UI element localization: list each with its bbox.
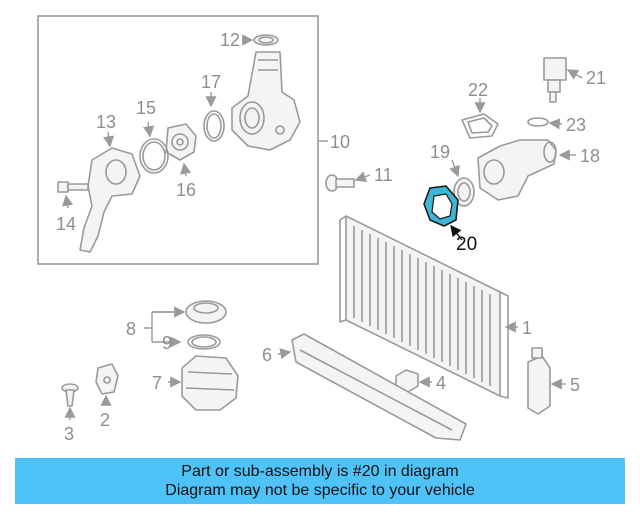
callout-7: 7 <box>152 373 162 393</box>
info-banner: Part or sub-assembly is #20 in diagram D… <box>15 458 625 504</box>
part-12-cap <box>242 34 279 46</box>
part-16-thermostat <box>165 123 197 177</box>
part-23-seal <box>527 117 563 130</box>
callout-12: 12 <box>220 30 240 50</box>
callout-20: 20 <box>456 234 477 255</box>
part-21-sensor <box>543 57 583 103</box>
callout-10: 10 <box>330 132 350 152</box>
callout-18: 18 <box>580 146 600 166</box>
part-7-expansion-tank <box>168 355 239 411</box>
part-2-clip <box>95 363 119 406</box>
part-14-bolt <box>57 181 89 209</box>
part-8-cap <box>185 300 227 324</box>
callout-21: 21 <box>586 68 606 88</box>
callout-2: 2 <box>100 410 110 430</box>
callout-3: 3 <box>64 424 74 444</box>
callout-5: 5 <box>570 375 580 395</box>
part-13-flange-pipe <box>79 131 141 253</box>
part-1-radiator <box>339 215 518 399</box>
part-3-screw <box>61 383 79 420</box>
part-9-seal <box>187 334 221 350</box>
part-15-gasket <box>139 121 169 174</box>
callout-8: 8 <box>126 319 136 339</box>
banner-line-2: Diagram may not be specific to your vehi… <box>165 482 475 499</box>
callout-1: 1 <box>522 318 532 338</box>
part-thermostat-housing <box>231 51 301 151</box>
part-20-gasket-highlighted <box>423 185 463 241</box>
callout-22: 22 <box>468 80 488 100</box>
callout-16: 16 <box>176 180 196 200</box>
part-22-gasket <box>461 98 499 139</box>
callout-15: 15 <box>136 98 156 118</box>
callout-11: 11 <box>374 165 393 185</box>
callout-6: 6 <box>262 345 272 365</box>
callout-19: 19 <box>430 142 450 162</box>
part-6-air-duct <box>277 333 467 441</box>
callout-4: 4 <box>436 373 446 393</box>
part-5-bracket <box>527 347 566 415</box>
callout-23: 23 <box>566 115 586 135</box>
subassembly-box <box>37 15 319 265</box>
callout-9: 9 <box>162 333 172 353</box>
banner-line-1: Part or sub-assembly is #20 in diagram <box>181 463 459 480</box>
part-17-o-ring <box>203 92 225 142</box>
callout-14: 14 <box>56 214 76 234</box>
part-4-mount <box>395 369 432 393</box>
part-19-ring <box>449 159 475 207</box>
part-18-outlet-flange <box>477 139 576 201</box>
callout-17: 17 <box>201 72 221 92</box>
part-11-bolt <box>325 171 371 192</box>
callout-13: 13 <box>96 112 116 132</box>
